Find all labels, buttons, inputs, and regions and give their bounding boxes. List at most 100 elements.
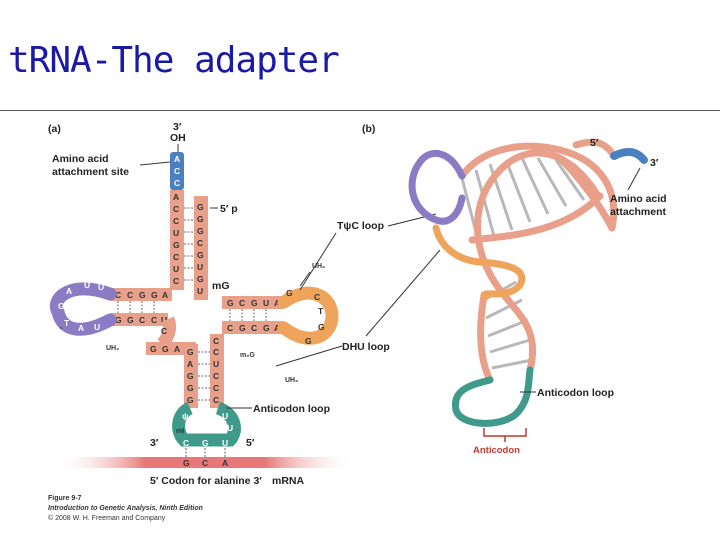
svg-text:G: G: [139, 290, 146, 300]
d-stem-bottom: [110, 313, 168, 326]
svg-text:G: G: [197, 250, 204, 260]
svg-text:G: G: [187, 383, 194, 393]
anticodon-bracket: [483, 428, 527, 437]
d-loop: [49, 282, 117, 336]
tpsic-loop-label: TψC loop: [337, 220, 384, 232]
svg-text:G: G: [197, 226, 204, 236]
svg-text:G: G: [187, 395, 194, 405]
svg-text:C: C: [213, 336, 219, 346]
svg-text:C: C: [173, 204, 179, 214]
b-amino-label-1: Amino acid: [610, 193, 667, 205]
mod-uh2-left: UH₂: [106, 345, 119, 352]
book-title: Introduction to Genetic Analysis, Ninth …: [48, 505, 203, 512]
mod-uh2-top: UH₂: [312, 263, 325, 270]
b-3prime: 3′: [650, 157, 659, 169]
svg-text:U: U: [213, 359, 219, 369]
svg-text:C: C: [173, 276, 179, 286]
svg-text:A: A: [66, 286, 72, 296]
svg-text:C: C: [161, 326, 167, 336]
anticodon-3prime: 3′: [150, 437, 159, 449]
svg-text:C: C: [173, 252, 179, 262]
svg-text:G: G: [150, 344, 157, 354]
anticodon-stem-bases: GA GG G CC UC CC: [187, 336, 219, 405]
svg-text:G: G: [305, 336, 312, 346]
slide-title: tRNA-The adapter: [8, 40, 340, 81]
svg-text:G: G: [286, 288, 293, 298]
svg-text:C: C: [127, 290, 133, 300]
anticodon-base: G: [202, 438, 209, 448]
svg-text:A: A: [173, 192, 179, 202]
svg-text:C: C: [213, 371, 219, 381]
acceptor-right-bases: G G G C G U G U: [197, 202, 204, 296]
svg-text:G: G: [127, 315, 134, 325]
anticodon-stem-left: [184, 344, 198, 408]
svg-text:G: G: [263, 323, 270, 333]
svg-text:G: G: [239, 323, 246, 333]
acceptor-5prime: 5′ p: [220, 203, 238, 215]
amino-acid-site-label-2: attachment site: [52, 166, 129, 178]
svg-text:G: G: [197, 202, 204, 212]
mod-psi: ψ: [182, 411, 188, 421]
svg-text:G: G: [197, 274, 204, 284]
svg-text:U: U: [98, 282, 104, 292]
svg-text:C: C: [213, 383, 219, 393]
svg-text:G: G: [58, 301, 65, 311]
svg-text:U: U: [94, 322, 100, 332]
codon-base: G: [183, 458, 190, 468]
codon-caption: 5′ Codon for alanine 3′: [150, 475, 262, 487]
svg-text:A: A: [162, 290, 168, 300]
svg-text:U: U: [263, 298, 269, 308]
tail-base: A: [174, 154, 180, 164]
svg-text:C: C: [213, 347, 219, 357]
title-divider: [0, 110, 720, 111]
amino-acid-site-label-1: Amino acid: [52, 153, 109, 165]
svg-text:G: G: [187, 347, 194, 357]
svg-text:C: C: [197, 238, 203, 248]
svg-text:A: A: [78, 323, 84, 333]
mod-mg: mG: [212, 280, 230, 292]
svg-text:A: A: [274, 323, 280, 333]
svg-text:C: C: [173, 216, 179, 226]
svg-text:U: U: [197, 262, 203, 272]
svg-text:G: G: [187, 371, 194, 381]
backbone-salmon-1: [474, 149, 602, 374]
acceptor-oh: OH: [170, 132, 186, 144]
svg-text:C: C: [115, 290, 121, 300]
svg-text:U: U: [227, 423, 233, 433]
copyright: © 2008 W. H. Freeman and Company: [48, 514, 166, 522]
d-stem-top: [110, 288, 172, 301]
svg-text:A: A: [187, 359, 193, 369]
acceptor-pairs: [184, 207, 194, 281]
anticodon-base: C: [183, 438, 189, 448]
svg-text:T: T: [318, 306, 324, 316]
acceptor-stem-right: [194, 196, 208, 300]
tail-base: C: [174, 166, 180, 176]
svg-text:U: U: [173, 228, 179, 238]
codon-base: A: [222, 458, 228, 468]
acceptor-left-bases: A C C U G C U C: [173, 192, 180, 286]
anticodon-5prime: 5′: [246, 437, 255, 449]
svg-text:G: G: [162, 344, 169, 354]
mrna-label: mRNA: [272, 475, 305, 487]
svg-text:G: G: [197, 214, 204, 224]
svg-text:T: T: [64, 318, 70, 328]
b-anticodon-label: Anticodon: [473, 445, 520, 456]
anticodon-stem-right: [210, 334, 224, 408]
svg-text:G: G: [151, 290, 158, 300]
b-amino-label-2: attachment: [610, 206, 667, 218]
svg-text:C: C: [227, 323, 233, 333]
t-loop: [277, 286, 339, 345]
svg-text:A: A: [174, 344, 180, 354]
t-stem-top: [222, 296, 284, 309]
svg-text:U: U: [222, 411, 228, 421]
figure-number: Figure 9-7: [48, 495, 82, 502]
anticodon-loop: [172, 401, 241, 447]
mrna-strand: [55, 457, 355, 468]
acceptor-tail-strand: [170, 152, 184, 190]
t-loop-b: [408, 150, 466, 225]
